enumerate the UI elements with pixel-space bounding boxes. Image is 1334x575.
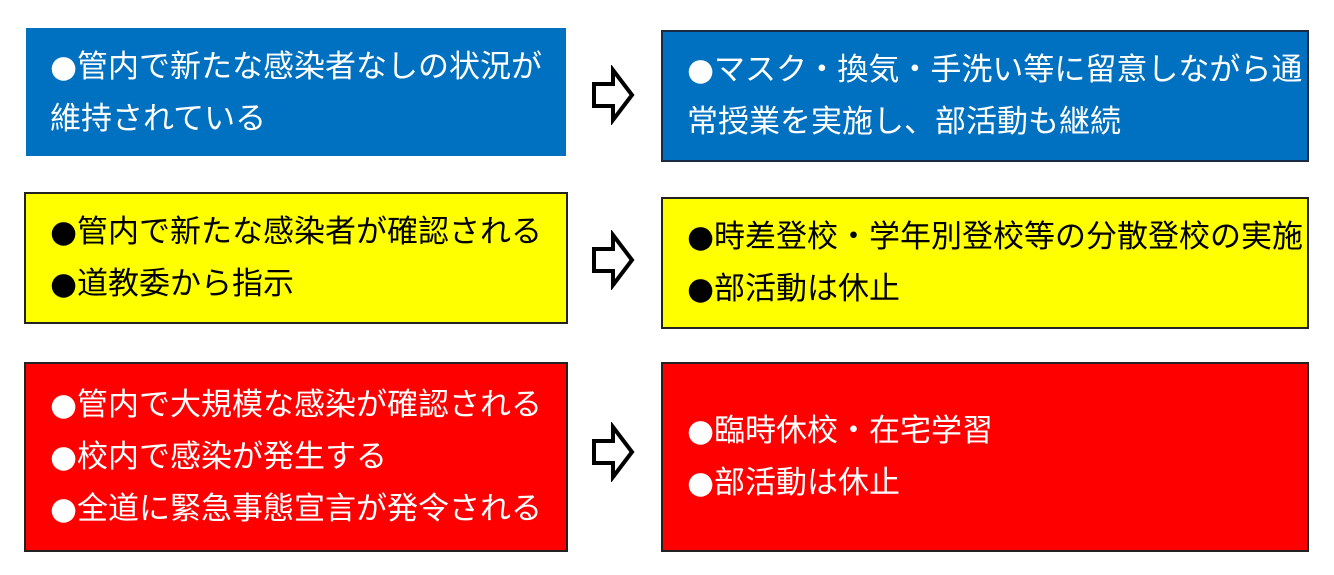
response-text: ●時差登校・学年別登校等の分散登校の実施: [687, 219, 1304, 255]
response-text: 常授業を実施し、部活動も継続: [687, 104, 1121, 140]
condition-text: ●校内で感染が発生する: [50, 439, 388, 475]
response-box-alert: ●臨時休校・在宅学習 ●部活動は休止: [661, 362, 1309, 552]
condition-text: 維持されている: [50, 101, 267, 137]
condition-box-normal: ●管内で新たな感染者なしの状況が 維持されている: [26, 28, 566, 156]
response-text: ●臨時休校・在宅学習: [687, 413, 994, 449]
condition-text: ●管内で大規模な感染が確認される: [50, 387, 543, 423]
response-box-normal: ●マスク・換気・手洗い等に留意しながら通 常授業を実施し、部活動も継続: [661, 30, 1309, 162]
response-text: ●部活動は休止: [687, 465, 901, 501]
condition-text: ●管内で新たな感染者なしの状況が: [50, 49, 543, 85]
outline-right-arrow-icon: [592, 65, 635, 125]
outline-right-arrow-icon: [592, 230, 635, 290]
outline-right-arrow-icon: [592, 422, 635, 482]
condition-box-caution: ●管内で新たな感染者が確認される ●道教委から指示: [24, 192, 568, 324]
condition-text: ●管内で新たな感染者が確認される: [50, 214, 543, 250]
response-box-caution: ●時差登校・学年別登校等の分散登校の実施 ●部活動は休止: [661, 197, 1309, 329]
condition-text: ●全道に緊急事態宣言が発令される: [50, 491, 543, 527]
response-text: ●マスク・換気・手洗い等に留意しながら通: [687, 52, 1303, 88]
response-text: ●部活動は休止: [687, 271, 901, 307]
condition-text: ●道教委から指示: [50, 266, 295, 302]
condition-box-alert: ●管内で大規模な感染が確認される ●校内で感染が発生する ●全道に緊急事態宣言が…: [24, 362, 568, 552]
